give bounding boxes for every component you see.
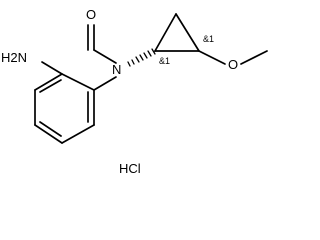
- molecule-structure-diagram: O H2N N O &1 &1 HCl: [1, 7, 268, 176]
- bond-methoxy-oxygen-to-methyl: [240, 50, 268, 65]
- bond-c2-n1: [93, 49, 117, 64]
- bond-c4-c3: [34, 124, 63, 144]
- bond-n1-c6: [93, 76, 117, 91]
- carbonyl-oxygen-label: O: [86, 7, 96, 22]
- bond-c2-c1-inner: [39, 79, 62, 93]
- ring-nitrogen-label: N: [112, 62, 121, 77]
- bond-cyclopropane-top-right: [175, 13, 200, 52]
- salt-label: HCl: [119, 161, 141, 176]
- bond-c5-c4: [61, 124, 95, 144]
- methoxy-oxygen-label: O: [228, 57, 238, 72]
- stereo-label-right: &1: [203, 34, 214, 44]
- hashed-stereo-bond-n-to-cyclopropane: [127, 48, 156, 67]
- bond-c1-c6-ring-close: [61, 73, 95, 91]
- bond-cyclopropane-left-top: [154, 13, 177, 52]
- bond-c2-c1: [34, 73, 63, 91]
- bond-c3-amine: [41, 61, 63, 75]
- amine-label: H2N: [1, 50, 27, 65]
- bond-c4-c3-inner: [39, 121, 62, 137]
- bond-c-to-methoxy-oxygen: [198, 50, 226, 65]
- label-layer: O H2N N O &1 &1 HCl: [1, 7, 238, 176]
- bond-layer: [34, 13, 268, 144]
- stereo-label-left: &1: [159, 56, 170, 66]
